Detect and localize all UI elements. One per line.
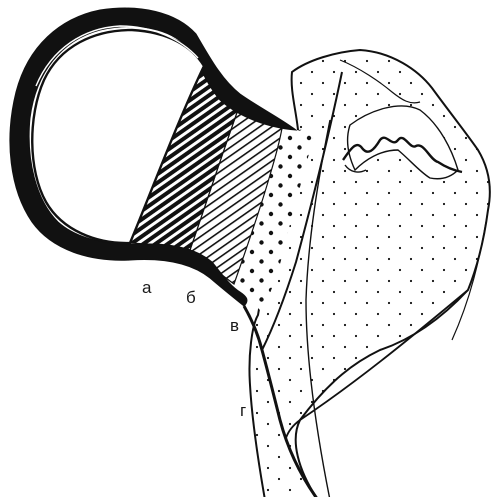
label-v: в [230,316,239,335]
label-g: г [240,401,246,420]
label-a: а [142,278,152,297]
label-b: б [186,288,196,307]
